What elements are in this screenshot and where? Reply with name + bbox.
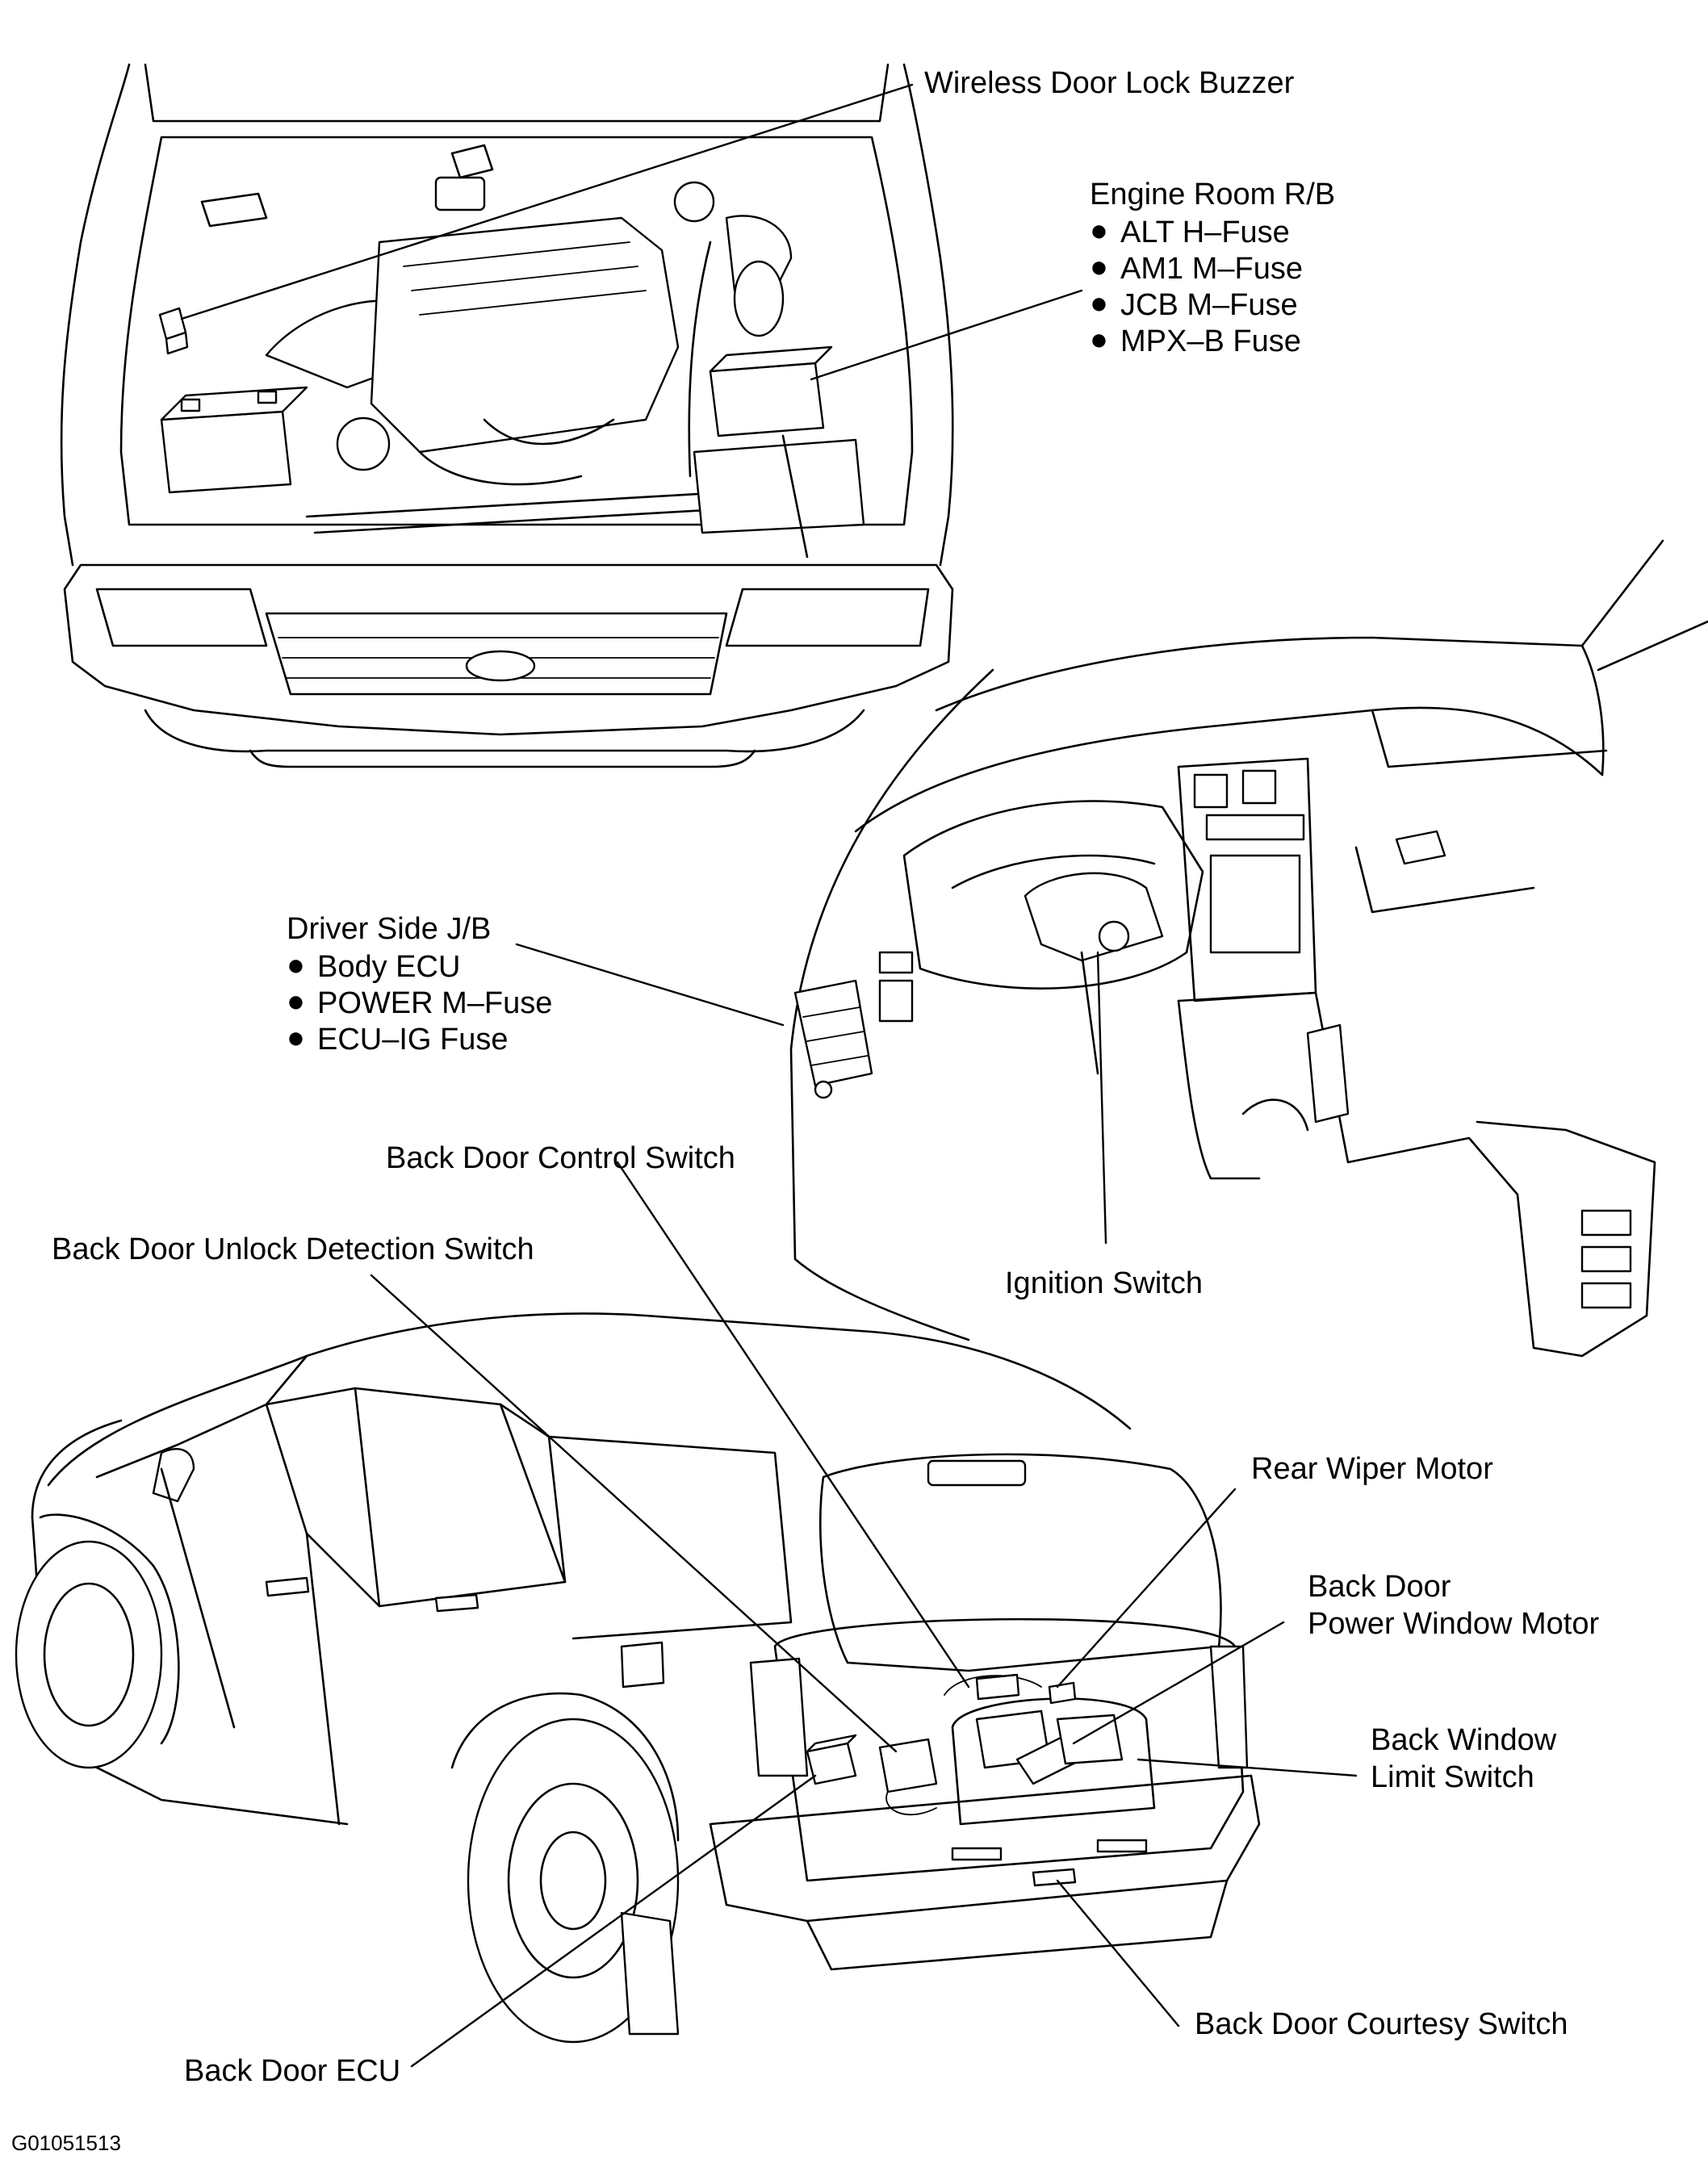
- dashboard-illustration: [789, 539, 1708, 1358]
- leader-back-window-limit-switch: [1137, 1758, 1358, 1777]
- bullet-icon: ●: [287, 985, 305, 1019]
- label-engine-room-item: AM1 M–Fuse: [1120, 252, 1303, 286]
- leader-back-door-courtesy-switch: [1056, 1879, 1180, 2027]
- label-engine-room-item: ALT H–Fuse: [1120, 216, 1290, 249]
- label-back-window-limit-switch-line2: Limit Switch: [1371, 1760, 1534, 1794]
- leader-driver-side-jb: [515, 943, 785, 1027]
- label-driver-side-jb-title: Driver Side J/B: [287, 912, 491, 946]
- bullet-icon: ●: [287, 1021, 305, 1055]
- label-driver-side-jb: Driver Side J/B ● Body ECU ● POWER M–Fus…: [287, 912, 552, 1057]
- label-back-door-unlock-detection-switch: Back Door Unlock Detection Switch: [52, 1232, 534, 1266]
- leader-back-door-ecu: [410, 1774, 817, 2068]
- bullet-icon: ●: [287, 948, 305, 982]
- label-driver-side-jb-item: ECU–IG Fuse: [317, 1023, 509, 1057]
- label-back-window-limit-switch: Back Window Limit Switch: [1371, 1723, 1557, 1794]
- bullet-icon: ●: [1090, 214, 1108, 248]
- label-back-door-power-window-motor: Back Door Power Window Motor: [1308, 1570, 1599, 1641]
- leader-back-door-power-window-motor: [1072, 1621, 1285, 1745]
- engine-compartment-illustration: [60, 63, 954, 768]
- leader-wireless-buzzer: [180, 83, 914, 320]
- label-back-door-ecu: Back Door ECU: [184, 2054, 400, 2088]
- label-back-door-power-window-motor-line1: Back Door: [1308, 1570, 1451, 1604]
- label-rear-wiper-motor: Rear Wiper Motor: [1251, 1452, 1493, 1486]
- label-engine-room-rb: Engine Room R/B ● ALT H–Fuse ● AM1 M–Fus…: [1090, 178, 1335, 358]
- label-wireless-door-lock-buzzer: Wireless Door Lock Buzzer: [924, 66, 1295, 100]
- label-engine-room-item: MPX–B Fuse: [1120, 324, 1301, 358]
- leader-back-door-control-switch: [616, 1161, 970, 1688]
- label-driver-side-jb-item: Body ECU: [317, 950, 460, 984]
- label-back-window-limit-switch-line1: Back Window: [1371, 1723, 1557, 1757]
- leader-engine-room-rb: [810, 289, 1083, 381]
- label-engine-room-item: JCB M–Fuse: [1120, 288, 1298, 322]
- leader-ignition-switch: [1096, 951, 1107, 1245]
- leader-unlock-detection-switch: [370, 1274, 898, 1753]
- label-back-door-control-switch: Back Door Control Switch: [386, 1141, 735, 1175]
- label-back-door-courtesy-switch: Back Door Courtesy Switch: [1195, 2007, 1568, 2041]
- leader-lines: [180, 83, 1358, 2068]
- bullet-icon: ●: [1090, 323, 1108, 357]
- label-engine-room-rb-title: Engine Room R/B: [1090, 178, 1335, 211]
- callout-labels: Wireless Door Lock Buzzer Engine Room R/…: [11, 66, 1599, 2155]
- bullet-icon: ●: [1090, 287, 1108, 320]
- rear-vehicle-illustration: [15, 1312, 1261, 2044]
- label-back-door-power-window-motor-line2: Power Window Motor: [1308, 1607, 1599, 1641]
- leader-rear-wiper-motor: [1056, 1488, 1237, 1688]
- label-driver-side-jb-item: POWER M–Fuse: [317, 986, 552, 1020]
- figure-code: G01051513: [11, 2131, 121, 2155]
- label-ignition-switch: Ignition Switch: [1005, 1266, 1203, 1300]
- bullet-icon: ●: [1090, 250, 1108, 284]
